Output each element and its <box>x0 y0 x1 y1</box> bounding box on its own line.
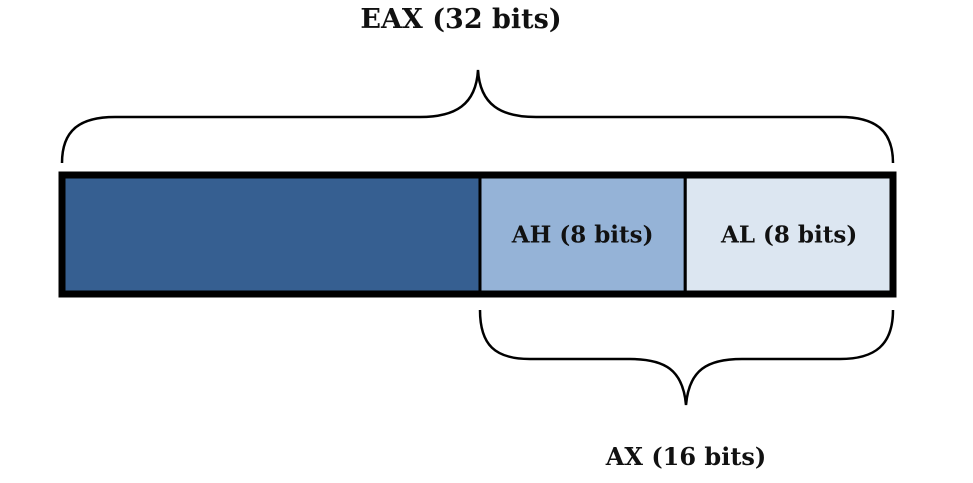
register-outline <box>58 171 897 298</box>
segment-ah <box>478 173 687 296</box>
ax-brace <box>478 309 895 406</box>
segment-label-ah: AH (8 bits) <box>511 222 654 249</box>
ax-label: AX (16 bits) <box>605 442 767 471</box>
register-bar: AH (8 bits) AL (8 bits) <box>58 171 897 298</box>
eax-brace <box>60 69 895 164</box>
eax-label: EAX (32 bits) <box>360 4 562 35</box>
segment-upper16 <box>60 173 482 296</box>
segment-label-al: AL (8 bits) <box>720 222 857 249</box>
